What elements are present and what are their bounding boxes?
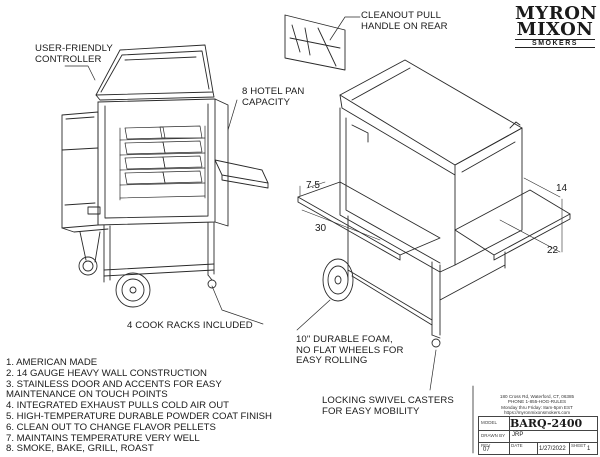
left-smoker-illustration: [61, 44, 269, 308]
brand-logo: MYRON MIXON SMOKERS: [515, 3, 598, 48]
dimension-depth-small: 7.5: [306, 180, 320, 191]
callout-racks: 4 COOK RACKS INCLUDED: [127, 320, 253, 331]
callout-cleanout: CLEANOUT PULL HANDLE ON REAR: [361, 10, 448, 32]
company-website: https://myronmixonsmokers.com: [503, 409, 571, 415]
feature-item: 1. AMERICAN MADE: [6, 357, 98, 368]
brand-line-2: MIXON: [516, 19, 594, 40]
brand-line-3: SMOKERS: [515, 39, 595, 48]
feature-item: MAINTENANCE ON TOUCH POINTS: [6, 389, 168, 401]
rev-value: 07: [483, 447, 490, 453]
callout-controller: USER-FRIENDLY CONTROLLER: [35, 43, 113, 65]
feature-item: 2. 14 GAUGE HEAVY WALL CONSTRUCTION: [6, 367, 207, 379]
callout-capacity: 8 HOTEL PAN CAPACITY: [242, 86, 305, 108]
title-block: MODEL BARQ-2400 DRAWN BY JRP REV 07 DATE…: [478, 416, 598, 455]
company-hours: Monday thru Friday: 8am-5pm EST: [501, 404, 573, 410]
feature-item: 7. MAINTAINS TEMPERATURE VERY WELL: [6, 432, 200, 444]
drawn-by-value: JRP: [512, 432, 524, 438]
callout-casters: LOCKING SWIVEL CASTERS FOR EASY MOBILITY: [322, 395, 454, 417]
model-number: BARQ-2400: [510, 417, 583, 430]
sheet-value: 1: [587, 446, 591, 452]
callout-wheels: 10" DURABLE FOAM, NO FLAT WHEELS FOR EAS…: [296, 334, 404, 366]
feature-list: 1. AMERICAN MADE 2. 14 GAUGE HEAVY WALL …: [6, 357, 272, 455]
dimension-width: 30: [315, 223, 327, 234]
company-phone: PHONE 1-855-HOG-RULES: [507, 399, 567, 405]
rev-label: REV: [481, 443, 491, 448]
right-smoker-illustration: [284, 14, 571, 348]
feature-item: 4. INTEGRATED EXHAUST PULLS COLD AIR OUT: [6, 400, 230, 412]
dimension-shelf-width: 14: [556, 183, 568, 194]
sheet-label: SHEET: [571, 443, 587, 448]
drawn-by-label: DRAWN BY: [481, 433, 506, 438]
date-label: DATE: [511, 443, 523, 448]
company-address: 180 Cross Rd, Waterford, CT, 06385: [499, 394, 575, 399]
dimension-shelf-depth: 22: [547, 245, 559, 256]
feature-item: 6. CLEAN OUT TO CHANGE FLAVOR PELLETS: [6, 421, 216, 433]
dimension-lines: [299, 177, 563, 253]
feature-item: 8. SMOKE, BAKE, GRILL, ROAST: [6, 443, 154, 455]
company-info: 180 Cross Rd, Waterford, CT, 06385 PHONE…: [478, 394, 596, 415]
brand-line-1: MYRON: [515, 3, 598, 24]
model-label: MODEL: [481, 420, 498, 425]
feature-item: 3. STAINLESS DOOR AND ACCENTS FOR EASY: [6, 378, 222, 390]
date-value: 1/27/2022: [539, 446, 566, 452]
leader-lines: [64, 16, 437, 391]
feature-item: 5. HIGH-TEMPERATURE DURABLE POWDER COAT …: [6, 410, 272, 422]
